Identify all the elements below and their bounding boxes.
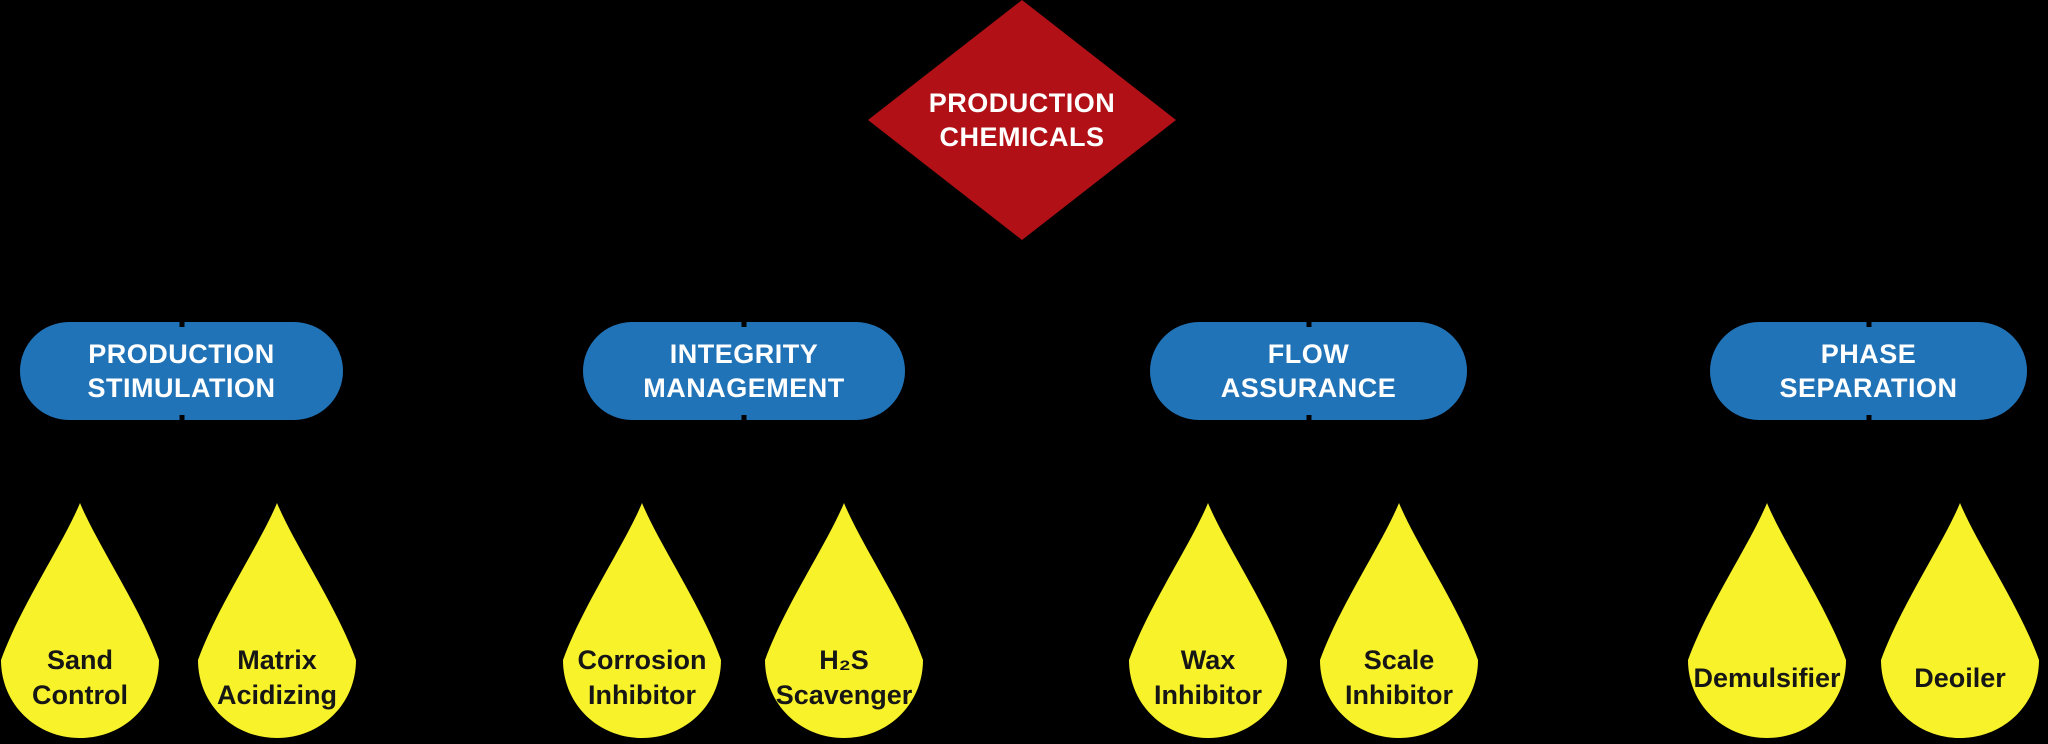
- category-production-stimulation: PRODUCTION STIMULATION: [20, 322, 343, 420]
- droplet-icon: [765, 503, 923, 738]
- chemical-label: Wax Inhibitor: [1154, 645, 1262, 710]
- droplet-icon: [1881, 503, 2039, 738]
- chemical-h2s-scavenger: H₂S Scavenger: [764, 502, 924, 738]
- droplet-icon: [1688, 503, 1846, 738]
- category-label: INTEGRITY MANAGEMENT: [643, 339, 845, 403]
- root-node-production-chemicals: PRODUCTION CHEMICALS: [868, 0, 1176, 240]
- chemical-wax-inhibitor: Wax Inhibitor: [1128, 502, 1288, 738]
- root-node-label: PRODUCTION CHEMICALS: [928, 88, 1116, 152]
- chemical-deoiler: Deoiler: [1880, 502, 2040, 738]
- chemical-corrosion-inhibitor: Corrosion Inhibitor: [562, 502, 722, 738]
- chemical-sand-control: Sand Control: [0, 502, 160, 738]
- droplet-icon: [1320, 503, 1478, 738]
- chemical-label: H₂S Scavenger: [775, 645, 913, 710]
- droplet-icon: [563, 503, 721, 738]
- chemical-matrix-acidizing: Matrix Acidizing: [197, 502, 357, 738]
- chemical-label: Deoiler: [1914, 662, 2006, 693]
- category-label: FLOW ASSURANCE: [1220, 339, 1397, 403]
- category-phase-separation: PHASE SEPARATION: [1710, 322, 2027, 420]
- chemical-label: Scale Inhibitor: [1345, 645, 1453, 710]
- chemical-label: Demulsifier: [1693, 662, 1841, 693]
- chemical-demulsifier: Demulsifier: [1687, 502, 1847, 738]
- category-flow-assurance: FLOW ASSURANCE: [1150, 322, 1467, 420]
- chemical-label: Corrosion Inhibitor: [577, 645, 707, 710]
- droplet-icon: [1129, 503, 1287, 738]
- category-label: PRODUCTION STIMULATION: [87, 339, 276, 403]
- chemical-label: Matrix Acidizing: [217, 645, 337, 710]
- category-integrity-management: INTEGRITY MANAGEMENT: [583, 322, 905, 420]
- category-label: PHASE SEPARATION: [1779, 339, 1958, 403]
- chemical-label: Sand Control: [32, 645, 128, 710]
- chemical-scale-inhibitor: Scale Inhibitor: [1319, 502, 1479, 738]
- droplet-icon: [1, 503, 159, 738]
- droplet-icon: [198, 503, 356, 738]
